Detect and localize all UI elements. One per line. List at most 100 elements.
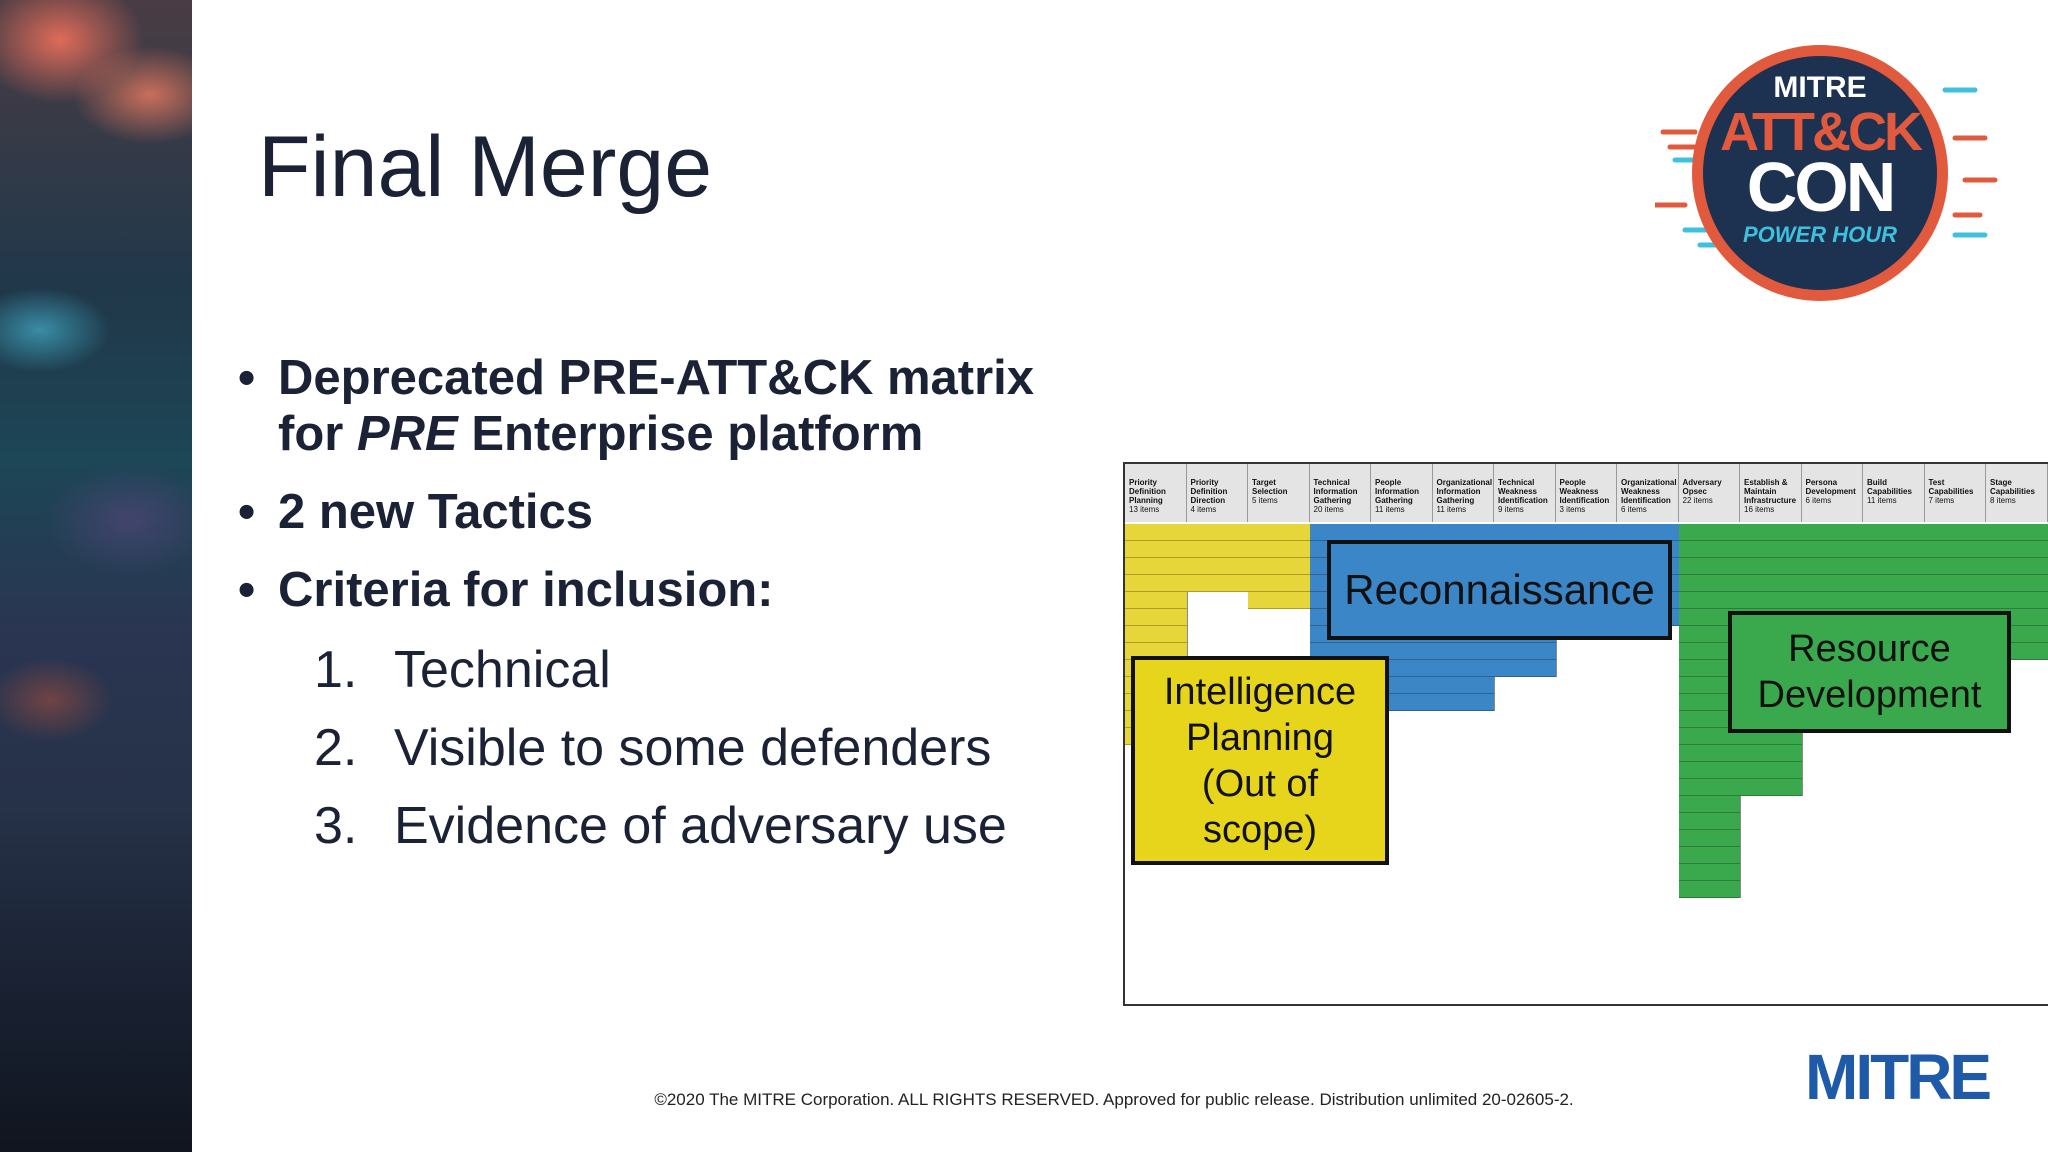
matrix-technique-cell [1740,592,1802,609]
criteria-text: Visible to some defenders [394,719,992,777]
matrix-technique-cell [1801,592,1863,609]
matrix-technique-cell [1801,524,1863,541]
matrix-technique-cell [1494,660,1556,677]
matrix-technique-cells [1678,524,1741,898]
matrix-item-count: 22 items [1682,496,1713,505]
matrix-technique-cell [1678,575,1740,592]
matrix-technique-cell [1125,626,1187,643]
intel-label-1: Intelligence [1163,670,1357,713]
bullet-text-emphasis: PRE [356,407,458,461]
matrix-technique-cell [1125,558,1187,575]
matrix-technique-cell [1678,643,1740,660]
matrix-item-count: 11 items [1375,505,1405,514]
intelligence-planning-overlay: Intelligence Planning (Out of scope) [1131,656,1389,865]
criteria-item: 3. Evidence of adversary use [314,796,1007,856]
matrix-technique-cell [1371,524,1433,541]
resource-label: Resource [1788,628,1951,670]
criteria-number: 3. [314,797,358,855]
matrix-technique-cell [1678,864,1740,881]
matrix-item-count: 9 items [1498,505,1524,514]
matrix-item-count: 4 items [1190,505,1217,514]
matrix-technique-cell [1924,575,1986,592]
matrix-item-count: 11 items [1436,505,1467,514]
matrix-item-count: 16 items [1744,505,1775,514]
matrix-technique-cell [1678,592,1740,609]
matrix-technique-cell [1801,558,1863,575]
resource-development-overlay: Resource Development [1728,611,2011,733]
criteria-list: 1. Technical 2. Visible to some defender… [314,640,1007,874]
matrix-technique-cell [1494,643,1556,660]
matrix-technique-cell [1432,694,1494,711]
matrix-technique-cell [1309,524,1371,541]
matrix-technique-cell [1678,660,1740,677]
matrix-tactic-name: People Weakness Identification [1559,478,1610,505]
criteria-text: Evidence of adversary use [394,797,1007,855]
criteria-number: 1. [314,641,358,699]
logo-mitre-text: MITRE [1773,71,1866,104]
matrix-technique-cell [1371,643,1433,660]
matrix-item-count: 8 items [1990,496,2016,505]
matrix-technique-cell [1678,830,1740,847]
matrix-item-count: 7 items [1928,496,1955,505]
matrix-tactic-name: Target Selection [1252,478,1288,496]
matrix-tactic-name: Establish & Maintain Infrastructure [1744,478,1797,505]
matrix-technique-cell [1740,524,1802,541]
matrix-technique-cell [1494,524,1556,541]
background-photo-strip [0,0,192,1152]
matrix-technique-cell [1678,745,1740,762]
bullet-dot: • [238,351,256,405]
bullet-dot: • [238,563,256,617]
bullet-text: 2 new Tactics [278,485,594,539]
matrix-item-count: 6 items [1805,496,1832,505]
bullet-deprecated-matrix: • Deprecated PRE-ATT&CK matrix for PRE E… [238,350,1098,462]
matrix-technique-cell [1986,541,2048,558]
matrix-tactic-name: Organizational Weakness Identification [1621,478,1677,505]
logo-con-text: CON [1747,148,1894,226]
matrix-technique-cell [1740,558,1802,575]
reconnaissance-overlay: Reconnaissance [1327,540,1672,640]
mitre-corporate-logo: MITRE [1805,1041,1992,1113]
matrix-item-count: 20 items [1313,505,1344,514]
matrix-technique-cell [1678,779,1740,796]
intel-label-3: (Out of [1201,762,1319,805]
matrix-technique-cell [1555,524,1617,541]
matrix-technique-cell [1186,541,1248,558]
bullet-criteria: • Criteria for inclusion: [238,562,1098,618]
matrix-item-count: 11 items [1867,496,1897,505]
matrix-technique-cell [1125,541,1187,558]
bullet-text-part: for [278,407,357,461]
matrix-technique-cell [1678,813,1740,830]
matrix-technique-cell [1432,524,1494,541]
matrix-technique-cell [1678,881,1740,898]
matrix-technique-cell [1863,575,1925,592]
matrix-tactic-name: People Information Gathering [1375,478,1419,505]
matrix-technique-cell [1678,728,1740,745]
matrix-technique-cell [1740,779,1802,796]
matrix-technique-cell [1248,524,1310,541]
matrix-technique-cell [1924,558,1986,575]
intel-label-2: Planning [1186,716,1334,759]
criteria-item: 2. Visible to some defenders [314,718,1007,778]
matrix-technique-cell [1678,694,1740,711]
attackcon-power-hour-logo: MITRE ATT&CK CON POWER HOUR [1655,45,1998,301]
matrix-technique-cell [1432,643,1494,660]
development-label: Development [1757,674,1982,716]
matrix-technique-cell [1248,541,1310,558]
matrix-technique-cell [1740,541,1802,558]
bullet-text: Deprecated PRE-ATT&CK matrix [278,351,1035,405]
criteria-item: 1. Technical [314,640,1007,700]
